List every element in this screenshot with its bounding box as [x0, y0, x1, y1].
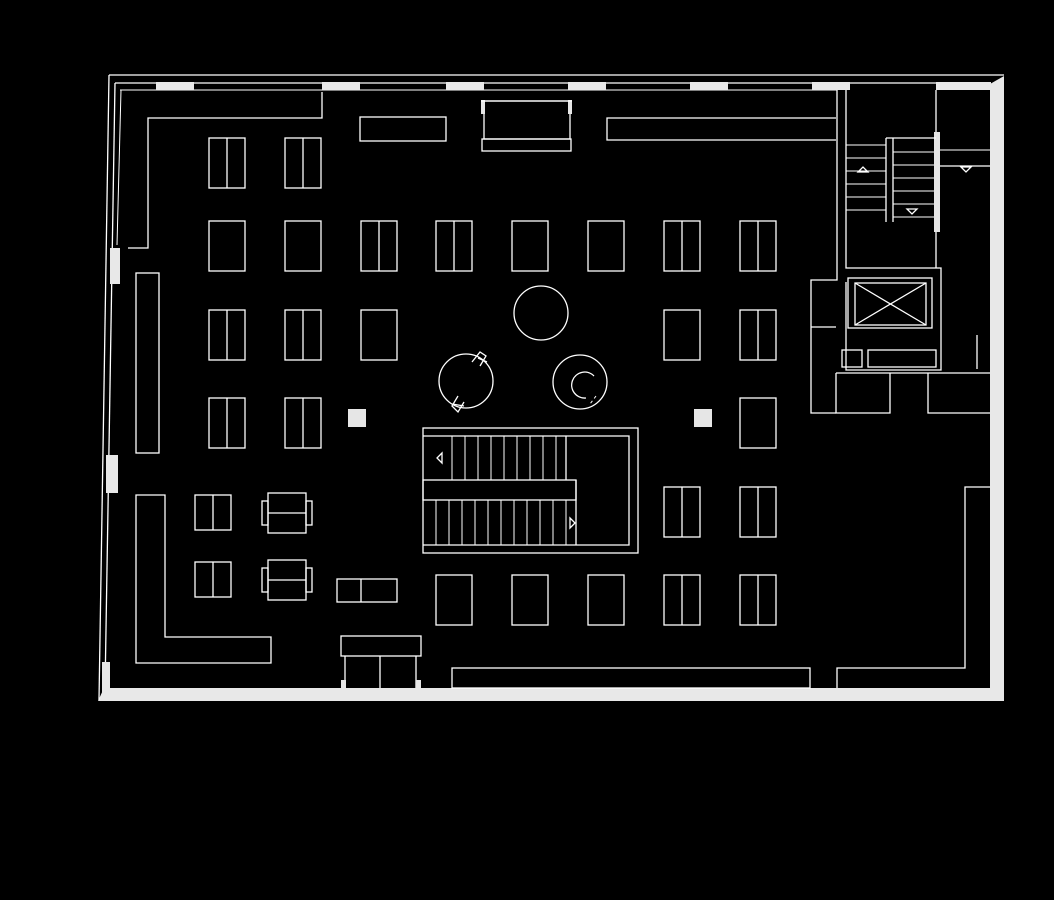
- display-table: [208, 309, 246, 361]
- lower-left-counter: [135, 494, 272, 664]
- display-table: [284, 137, 322, 189]
- column-left: [348, 409, 366, 427]
- central-staircase: [422, 427, 639, 554]
- table-with-chairs: [261, 492, 313, 534]
- display-table: [739, 397, 777, 449]
- bottom-entrance: [340, 635, 422, 688]
- perimeter-shelving: [128, 92, 990, 689]
- display-table: [208, 220, 246, 272]
- display-table: [663, 220, 701, 272]
- top-display-shelf: [359, 116, 447, 142]
- display-table: [511, 574, 549, 626]
- right-wall: [990, 76, 1004, 701]
- display-table: [208, 137, 246, 189]
- display-table: [663, 486, 701, 538]
- top-entrance: [481, 100, 572, 152]
- display-table: [511, 220, 549, 272]
- column-right: [694, 409, 712, 427]
- display-table: [587, 574, 625, 626]
- table-with-chairs: [261, 559, 313, 601]
- small-table: [194, 561, 232, 598]
- top-left-shelf: [128, 92, 323, 249]
- right-bottom-counter: [836, 486, 990, 688]
- display-table: [663, 309, 701, 361]
- display-table: [435, 220, 473, 272]
- lounge-seating: [194, 492, 313, 601]
- left-wall: [98, 74, 122, 701]
- display-table: [208, 397, 246, 449]
- top-right-shelf: [606, 117, 836, 141]
- round-table-top: [513, 285, 569, 341]
- elevator-shaft: [854, 282, 927, 326]
- left-wall-shelf: [135, 272, 160, 454]
- display-table: [663, 574, 701, 626]
- display-table: [360, 220, 398, 272]
- low-table: [336, 578, 398, 603]
- round-table-left: [438, 351, 494, 414]
- display-table: [284, 397, 322, 449]
- display-table: [739, 309, 777, 361]
- display-table: [739, 486, 777, 538]
- bottom-wall: [98, 688, 1004, 701]
- display-table: [284, 220, 322, 272]
- display-table: [284, 309, 322, 361]
- bottom-counter: [451, 667, 811, 689]
- display-tables: [208, 137, 777, 626]
- small-table: [194, 494, 232, 531]
- display-table: [739, 574, 777, 626]
- display-table: [739, 220, 777, 272]
- display-table: [360, 309, 398, 361]
- service-core: [810, 90, 990, 414]
- display-table: [587, 220, 625, 272]
- display-table: [435, 574, 473, 626]
- top-wall: [109, 74, 1004, 91]
- exterior-walls: [98, 74, 1004, 701]
- round-table-right: [552, 354, 608, 410]
